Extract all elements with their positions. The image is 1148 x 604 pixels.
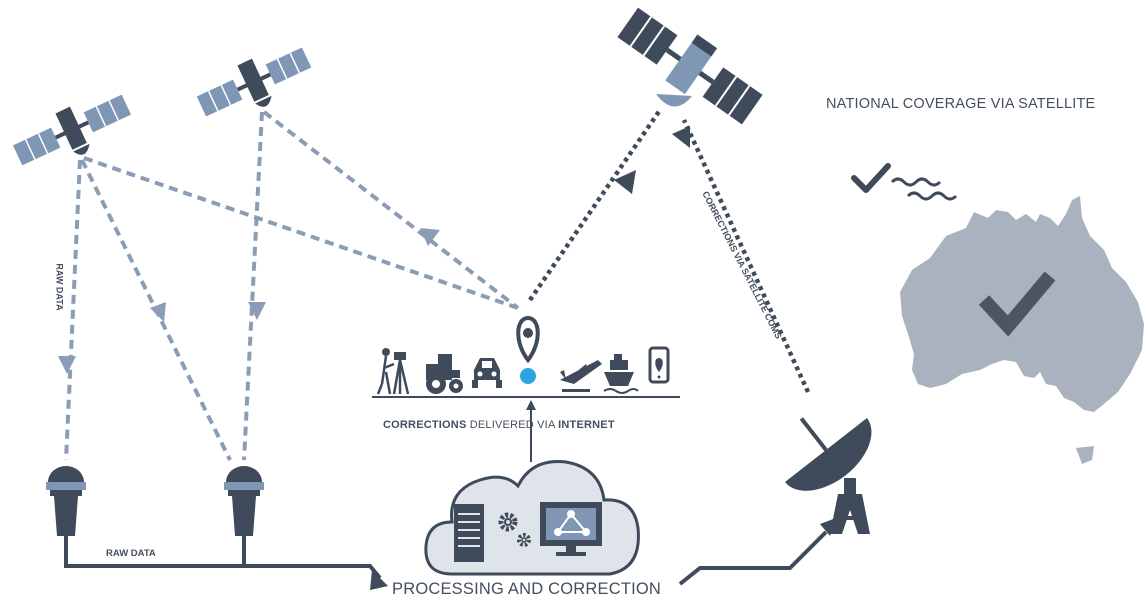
car-icon bbox=[472, 358, 502, 388]
arrowhead bbox=[150, 302, 166, 322]
signal-line-sat1-receiver bbox=[83, 156, 519, 310]
tractor-icon bbox=[426, 354, 463, 394]
location-pin-icon bbox=[516, 315, 540, 384]
cloud-server-icon bbox=[424, 460, 640, 576]
check-icon bbox=[978, 271, 1056, 337]
signal-line-sat2-station2 bbox=[242, 111, 264, 461]
raw-data-vertical-label: RAW DATA bbox=[54, 263, 65, 311]
delivered-via-words: DELIVERED VIA bbox=[466, 419, 559, 431]
signal-line-sat2-receiver bbox=[262, 110, 520, 310]
arrowhead-up bbox=[672, 126, 690, 148]
arrowhead bbox=[248, 302, 266, 320]
corrections-internet-label: CORRECTIONS DELIVERED VIA INTERNET bbox=[383, 419, 615, 431]
smartphone-icon bbox=[648, 346, 670, 384]
arrowhead-to-dish bbox=[820, 518, 836, 536]
processing-label: PROCESSING AND CORRECTION bbox=[392, 580, 662, 598]
arrowhead-down bbox=[614, 170, 636, 194]
check-icon bbox=[851, 163, 891, 193]
satellite-signal-lines bbox=[64, 110, 520, 461]
gnss-reference-station-icon bbox=[224, 466, 264, 536]
satellite-icon bbox=[12, 94, 132, 166]
arrowhead bbox=[420, 228, 440, 246]
ship-icon bbox=[603, 354, 639, 394]
arrowhead-to-cloud bbox=[370, 570, 388, 590]
raw-data-label: RAW DATA bbox=[106, 548, 156, 559]
receiver-dot bbox=[520, 368, 536, 384]
server-icon bbox=[454, 504, 484, 562]
corrections-word: CORRECTIONS bbox=[383, 419, 467, 431]
internet-word: INTERNET bbox=[558, 419, 615, 431]
raw-data-connection bbox=[64, 536, 382, 580]
gears-icon bbox=[498, 512, 531, 547]
satellite-icon bbox=[617, 7, 763, 125]
australia-map bbox=[900, 196, 1144, 464]
signal-line-sat1-station1 bbox=[64, 159, 82, 461]
gnss-reference-station-icon bbox=[46, 466, 86, 536]
signal-arrowheads bbox=[58, 228, 440, 374]
satellite-icon bbox=[196, 47, 312, 117]
satellite-dish-icon bbox=[785, 417, 872, 534]
tasmania bbox=[1076, 446, 1094, 464]
arrowhead-up-small bbox=[526, 400, 536, 410]
airplane-icon bbox=[560, 360, 602, 392]
satellite-antenna bbox=[656, 94, 692, 107]
arrowhead bbox=[58, 356, 76, 374]
waves-icon bbox=[890, 177, 958, 201]
receiver-to-geo-satellite bbox=[528, 108, 662, 302]
monitor-network-icon bbox=[540, 502, 602, 556]
surveyor-tripod-icon bbox=[376, 348, 410, 395]
dish-to-geo-satellite bbox=[681, 119, 811, 393]
correction-lines bbox=[528, 108, 811, 393]
cloud-to-dish-line bbox=[678, 530, 828, 586]
national-coverage-title: NATIONAL COVERAGE VIA SATELLITE bbox=[826, 96, 1096, 112]
